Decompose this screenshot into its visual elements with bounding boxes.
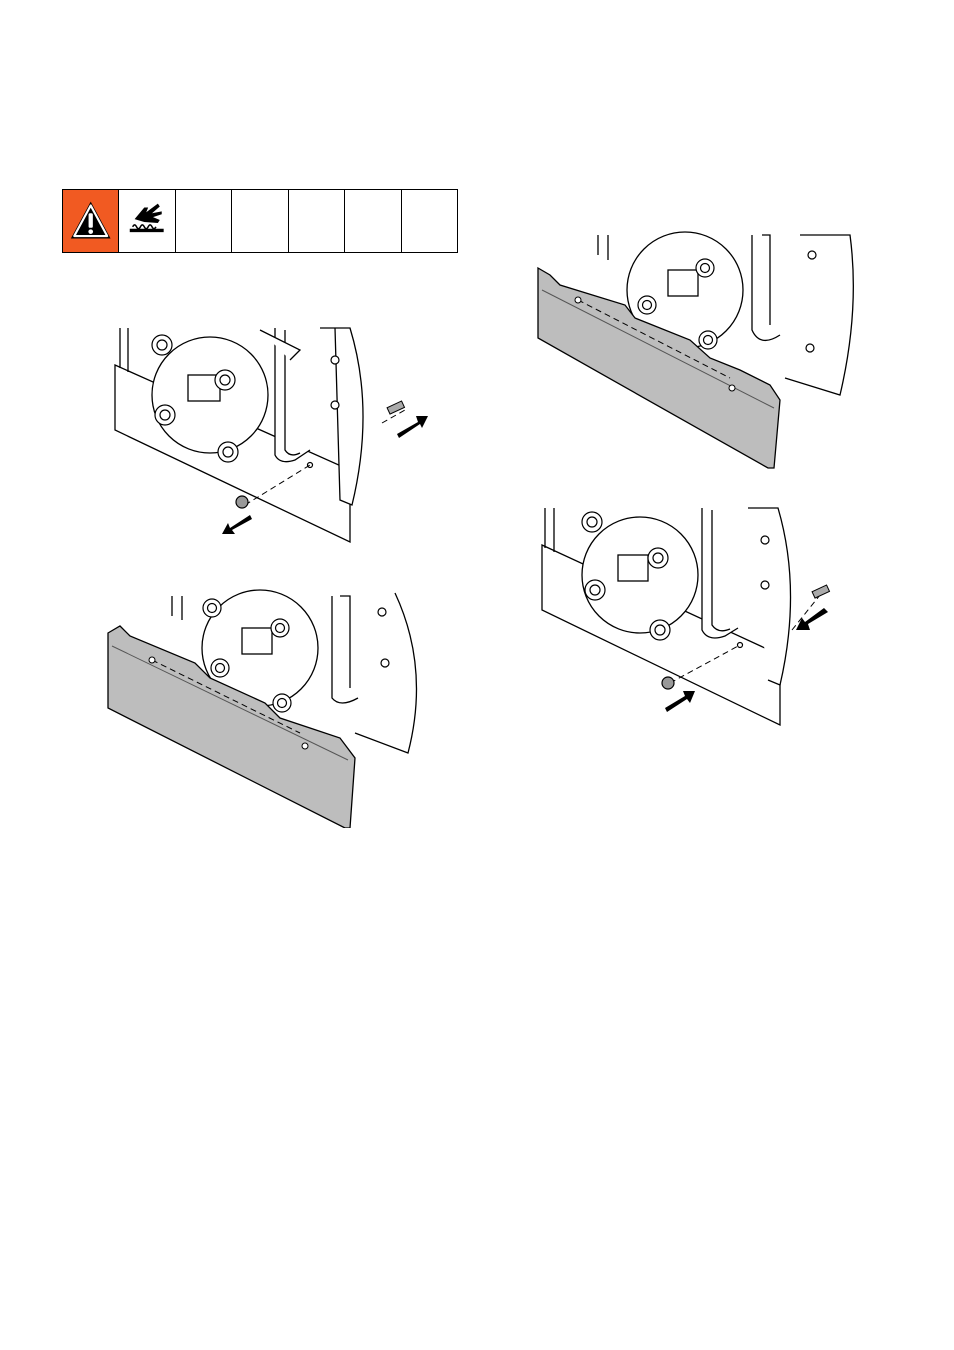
empty-cell-2 — [231, 190, 287, 252]
figure-install-scraper-hardware — [530, 500, 870, 730]
empty-cell-1 — [175, 190, 231, 252]
outward-arrow-icon — [222, 515, 252, 534]
warning-table — [62, 189, 458, 253]
figure-remove-scraper-blade — [100, 588, 440, 828]
empty-cell-5 — [401, 190, 457, 252]
empty-cell-3 — [288, 190, 344, 252]
figure-remove-scraper-hardware — [100, 320, 440, 550]
hot-surface-cell — [118, 190, 174, 252]
hot-surface-burn-icon — [119, 190, 174, 252]
warning-cell — [63, 190, 118, 252]
empty-cell-4 — [344, 190, 400, 252]
outward-arrow-icon — [397, 416, 428, 438]
figure-install-scraper-blade — [530, 230, 870, 470]
inward-arrow-icon — [665, 691, 695, 712]
warning-triangle-icon — [63, 190, 118, 252]
